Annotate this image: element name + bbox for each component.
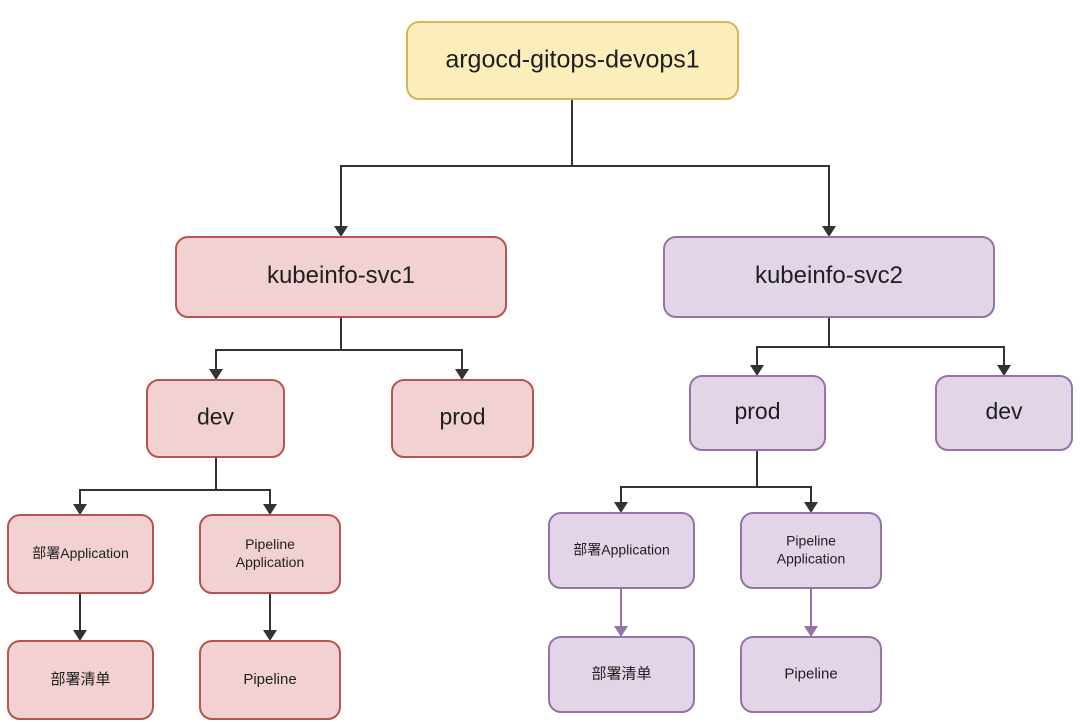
node-box[interactable] <box>406 21 739 100</box>
edge-root-to-svc2 <box>571 99 836 237</box>
edge-dev-to-app <box>73 457 217 515</box>
node-box[interactable] <box>548 512 695 589</box>
nodes-layer: argocd-gitops-devops1 kubeinfo-svc1 kubein… <box>7 21 1073 720</box>
node-svc2-dev[interactable]: dev <box>935 375 1073 451</box>
node-box[interactable] <box>689 375 826 451</box>
edge-line <box>756 450 812 504</box>
node-label: argocd-gitops-devops1 <box>445 45 699 73</box>
node-label: 部署清单 <box>50 671 110 688</box>
arrowhead-icon <box>804 626 818 637</box>
edge-line <box>79 457 217 506</box>
arrowhead-icon <box>209 369 223 380</box>
node-svc1-dev[interactable]: dev <box>146 379 285 458</box>
node-svc2-prod-app[interactable]: 部署Application <box>548 512 695 589</box>
arrowhead-icon <box>73 504 87 515</box>
node-label: 部署清单 <box>591 665 651 682</box>
node-svc2-prod-pipeline[interactable]: Pipeline <box>740 636 882 713</box>
edge-svc2app-to-manifest <box>614 588 628 637</box>
arrowhead-icon <box>997 365 1011 376</box>
node-label: 部署Application <box>32 545 129 561</box>
node-label: prod <box>439 404 485 430</box>
node-root[interactable]: argocd-gitops-devops1 <box>406 21 739 100</box>
edge-app-to-manifest <box>73 593 87 641</box>
node-box[interactable] <box>663 236 995 318</box>
edge-root-to-svc1 <box>334 99 573 237</box>
arrowhead-icon <box>334 226 348 237</box>
node-box[interactable] <box>7 514 154 594</box>
edge-dev-to-pipeline-app <box>215 457 277 515</box>
node-svc1-dev-pipeline[interactable]: Pipeline <box>199 640 341 720</box>
arrowhead-icon <box>263 630 277 641</box>
edge-line <box>215 317 342 371</box>
edge-svc1-to-prod <box>340 317 469 380</box>
arrowhead-icon <box>73 630 87 641</box>
node-svc1[interactable]: kubeinfo-svc1 <box>175 236 507 318</box>
arrowhead-icon <box>263 504 277 515</box>
edge-pipeline-app-to-pipeline <box>263 593 277 641</box>
edge-svc1-to-dev <box>209 317 342 380</box>
edge-svc2prod-to-pipeline-app <box>756 450 818 513</box>
node-svc1-dev-manifest[interactable]: 部署清单 <box>7 640 154 720</box>
node-svc2-prod[interactable]: prod <box>689 375 826 451</box>
node-box[interactable] <box>175 236 507 318</box>
node-box[interactable] <box>391 379 534 458</box>
edge-svc2-to-prod <box>750 317 830 376</box>
node-box[interactable] <box>548 636 695 713</box>
edge-line <box>756 317 830 367</box>
edge-svc2prod-to-app <box>614 450 758 513</box>
node-label: dev <box>985 398 1023 424</box>
node-label: Pipeline <box>243 671 296 688</box>
node-box[interactable] <box>7 640 154 720</box>
node-label: kubeinfo-svc1 <box>267 262 415 289</box>
node-box[interactable] <box>740 512 882 589</box>
arrowhead-icon <box>614 626 628 637</box>
arrowhead-icon <box>822 226 836 237</box>
edge-svc2pipelineapp-to-pipeline <box>804 588 818 637</box>
node-label: dev <box>197 404 235 430</box>
edge-line <box>215 457 271 506</box>
arrowhead-icon <box>804 502 818 513</box>
edge-line <box>828 317 1005 367</box>
edges-layer <box>73 99 1011 641</box>
node-svc1-dev-app[interactable]: 部署Application <box>7 514 154 594</box>
node-box[interactable] <box>199 514 341 594</box>
arrowhead-icon <box>455 369 469 380</box>
node-box[interactable] <box>740 636 882 713</box>
arrowhead-icon <box>614 502 628 513</box>
node-svc2[interactable]: kubeinfo-svc2 <box>663 236 995 318</box>
node-label: prod <box>734 398 780 424</box>
edge-line <box>340 99 573 228</box>
node-box[interactable] <box>146 379 285 458</box>
node-box[interactable] <box>199 640 341 720</box>
node-box[interactable] <box>935 375 1073 451</box>
edge-line <box>620 450 758 504</box>
node-svc1-prod[interactable]: prod <box>391 379 534 458</box>
node-svc2-prod-manifest[interactable]: 部署清单 <box>548 636 695 713</box>
node-label: Pipeline <box>784 665 837 682</box>
edge-line <box>340 317 463 371</box>
node-label: 部署Application <box>573 541 670 557</box>
node-label: kubeinfo-svc2 <box>755 262 903 289</box>
edge-svc2-to-dev <box>828 317 1011 376</box>
arrowhead-icon <box>750 365 764 376</box>
edge-line <box>571 99 830 228</box>
